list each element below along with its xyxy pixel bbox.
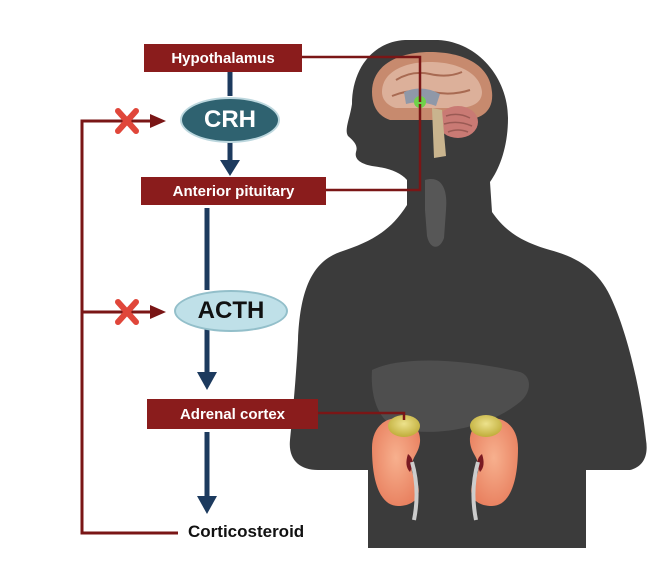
- feedback-arrowhead-acth: [150, 305, 166, 319]
- inhibition-x-icon-crh: [115, 108, 139, 134]
- adrenal-cortex-label: Adrenal cortex: [147, 399, 318, 429]
- liver-icon: [371, 360, 529, 432]
- flow-arrows: [197, 72, 240, 514]
- corticosteroid-label: Corticosteroid: [188, 522, 305, 541]
- crh-hormone: CRH: [180, 97, 280, 143]
- inhibition-x-icon-acth: [115, 299, 139, 325]
- acth-hormone: ACTH: [174, 290, 288, 332]
- kidney-right-icon: [469, 415, 518, 521]
- brain-icon: [372, 52, 493, 158]
- kidney-left-icon: [372, 415, 421, 521]
- negative-feedback-loop: [80, 119, 178, 535]
- feedback-arrowhead-crh: [150, 114, 166, 128]
- organ-connector-lines: [302, 55, 422, 420]
- hypothalamus-label: Hypothalamus: [144, 44, 302, 72]
- anterior-pituitary-label: Anterior pituitary: [141, 177, 326, 205]
- body-silhouette-icon: [289, 40, 647, 548]
